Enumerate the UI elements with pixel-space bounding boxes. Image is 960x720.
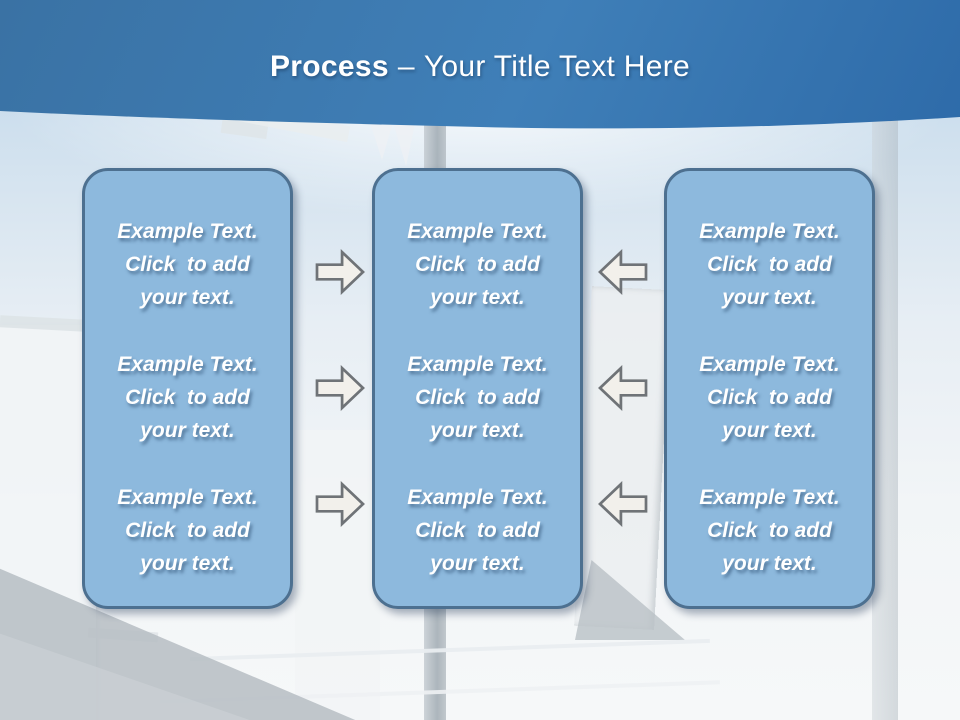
arrow-right-icon bbox=[315, 249, 365, 295]
railing-shape bbox=[160, 680, 720, 704]
box-paragraph[interactable]: Example Text. Click to add your text. bbox=[699, 353, 840, 442]
title-emphasis: Process bbox=[269, 50, 389, 83]
building-shape bbox=[295, 430, 380, 720]
building-ledge-shape bbox=[87, 627, 159, 643]
railing-shape bbox=[190, 638, 710, 662]
box-paragraph[interactable]: Example Text. Click to add your text. bbox=[407, 353, 548, 442]
title-separator: – bbox=[397, 50, 415, 83]
pole-shape bbox=[872, 120, 898, 720]
process-box-left[interactable]: Example Text. Click to add your text. Ex… bbox=[82, 168, 293, 609]
page-title: Process–Your Title Text Here bbox=[0, 50, 960, 84]
box-paragraph[interactable]: Example Text. Click to add your text. bbox=[407, 220, 548, 309]
arrow-left-icon bbox=[598, 481, 648, 527]
header-band bbox=[0, 0, 960, 135]
box-paragraph[interactable]: Example Text. Click to add your text. bbox=[117, 353, 258, 442]
arrow-right-icon bbox=[315, 481, 365, 527]
arrow-left-icon bbox=[598, 365, 648, 411]
process-box-right[interactable]: Example Text. Click to add your text. Ex… bbox=[664, 168, 875, 609]
box-paragraph[interactable]: Example Text. Click to add your text. bbox=[699, 486, 840, 575]
arrow-left-icon bbox=[598, 249, 648, 295]
box-paragraph[interactable]: Example Text. Click to add your text. bbox=[699, 220, 840, 309]
box-paragraph[interactable]: Example Text. Click to add your text. bbox=[117, 486, 258, 575]
equipment-box-shape bbox=[574, 286, 672, 630]
arrow-right-icon bbox=[315, 365, 365, 411]
box-paragraph[interactable]: Example Text. Click to add your text. bbox=[407, 486, 548, 575]
box-paragraph[interactable]: Example Text. Click to add your text. bbox=[117, 220, 258, 309]
process-box-middle[interactable]: Example Text. Click to add your text. Ex… bbox=[372, 168, 583, 609]
title-text: Your Title Text Here bbox=[423, 50, 690, 83]
